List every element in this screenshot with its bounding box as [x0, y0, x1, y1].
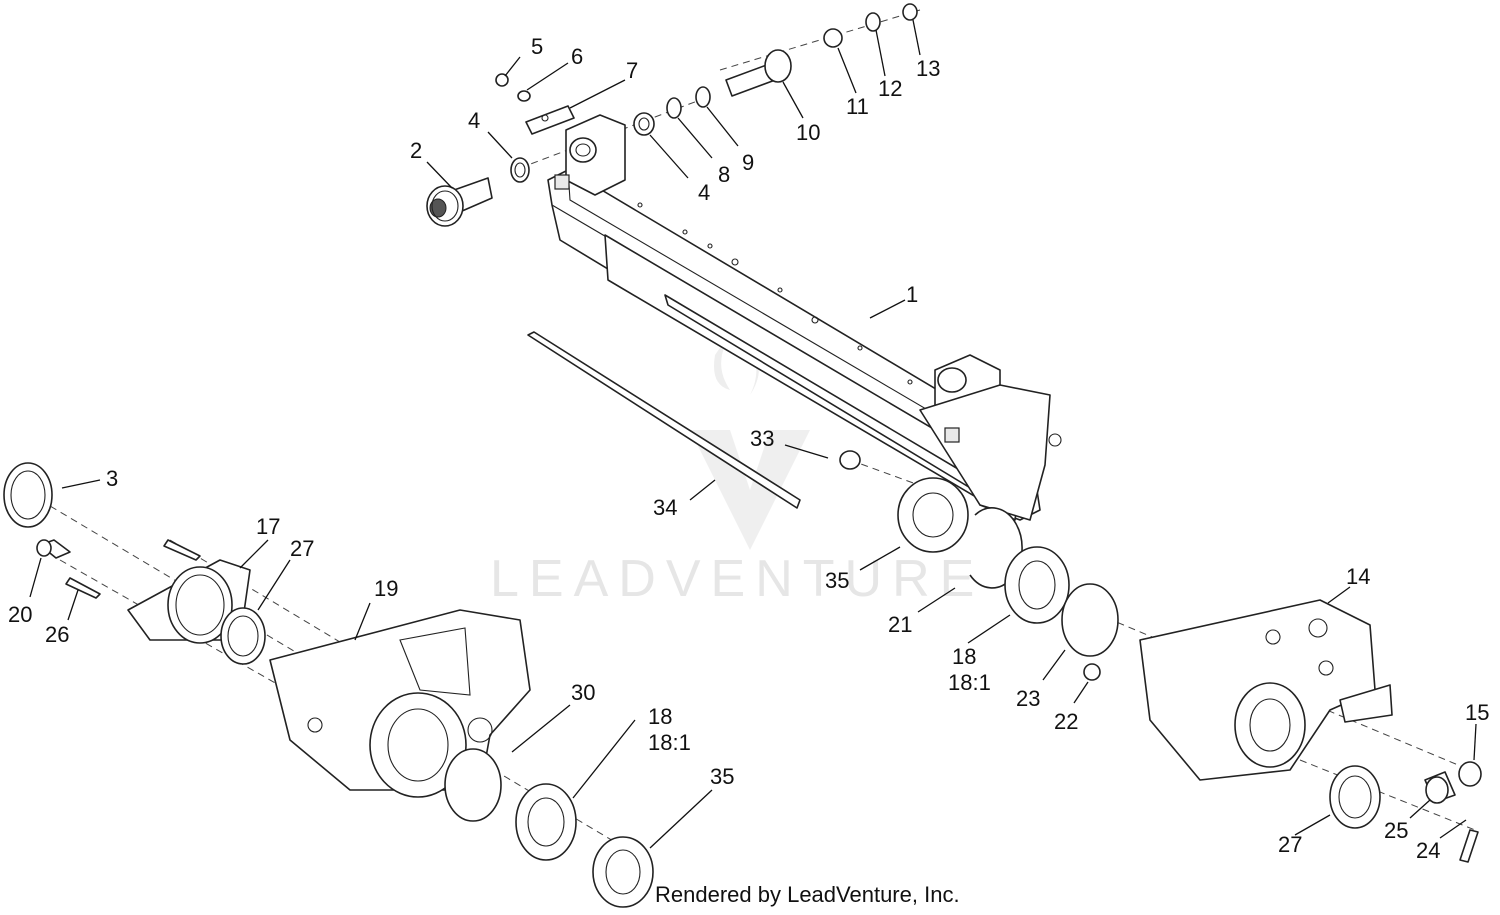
callout-19: 19 — [374, 576, 398, 601]
callout-10: 10 — [796, 120, 820, 145]
callout-21: 21 — [888, 612, 912, 637]
part-19-housing — [269, 609, 531, 798]
callout-18b-ratio: 18:1 — [648, 730, 691, 755]
part-17-housing — [127, 559, 251, 644]
parts-8-9-rings — [666, 86, 711, 119]
callout-12: 12 — [878, 76, 902, 101]
callout-23: 23 — [1016, 686, 1040, 711]
callout-18a-ratio: 18:1 — [948, 670, 991, 695]
callout-3: 3 — [106, 466, 118, 491]
callout-27b: 27 — [1278, 832, 1302, 857]
part-2-gear-shaft — [426, 177, 493, 227]
callout-35a: 35 — [825, 568, 849, 593]
callout-11: 11 — [846, 94, 869, 119]
part-1-main-beam — [547, 114, 1062, 521]
callout-33: 33 — [750, 426, 774, 451]
callout-22: 22 — [1054, 709, 1078, 734]
part-23-oring — [1061, 583, 1119, 657]
part-3-seal — [3, 462, 53, 528]
part-35-seal-upper — [897, 477, 969, 553]
callout-9: 9 — [742, 150, 754, 175]
callout-8: 8 — [718, 162, 730, 187]
callout-18b: 18 — [648, 704, 672, 729]
callout-17: 17 — [256, 514, 280, 539]
part-18-bearing-left — [515, 783, 577, 861]
callout-4a: 4 — [468, 108, 480, 133]
callout-4b: 4 — [698, 180, 710, 205]
callout-15: 15 — [1465, 700, 1489, 725]
callout-35b: 35 — [710, 764, 734, 789]
callout-24: 24 — [1416, 838, 1440, 863]
part-10-pin — [725, 49, 792, 97]
callout-14: 14 — [1346, 564, 1370, 589]
part-30-oring — [444, 748, 502, 822]
callout-7: 7 — [626, 58, 638, 83]
watermark: LEADVENTURE — [490, 330, 984, 608]
callout-27a: 27 — [290, 536, 314, 561]
parts-15-24-25 — [1424, 761, 1482, 863]
parts-20-26-bolts — [36, 539, 201, 599]
callout-1: 1 — [906, 282, 918, 307]
callout-2: 2 — [410, 138, 422, 163]
leader-lines — [29, 19, 1477, 849]
part-35-seal-bottom — [592, 836, 654, 908]
parts-5-6-7-hardware — [495, 73, 575, 135]
part-22-nut — [1083, 663, 1101, 681]
callout-30: 30 — [571, 680, 595, 705]
callout-labels: 1 2 3 4 4 5 6 7 8 9 10 11 12 13 14 15 17… — [8, 34, 1489, 863]
part-33-nut — [839, 450, 861, 470]
callout-5: 5 — [531, 34, 543, 59]
parts-11-12-13 — [823, 3, 918, 48]
part-4-bushings — [510, 112, 655, 183]
callout-25: 25 — [1384, 818, 1408, 843]
part-18-bearing-right — [1004, 546, 1070, 624]
part-27-seal-left — [220, 607, 266, 665]
part-14-housing-right — [1139, 599, 1393, 781]
callout-6: 6 — [571, 44, 583, 69]
part-27-seal-right — [1329, 765, 1381, 829]
callout-13: 13 — [916, 56, 940, 81]
callout-18a: 18 — [952, 644, 976, 669]
callout-34: 34 — [653, 495, 677, 520]
watermark-text: LEADVENTURE — [490, 550, 984, 608]
callout-26: 26 — [45, 622, 69, 647]
credit-text: Rendered by LeadVenture, Inc. — [655, 882, 960, 907]
callout-20: 20 — [8, 602, 32, 627]
part-34-strip — [527, 331, 801, 509]
